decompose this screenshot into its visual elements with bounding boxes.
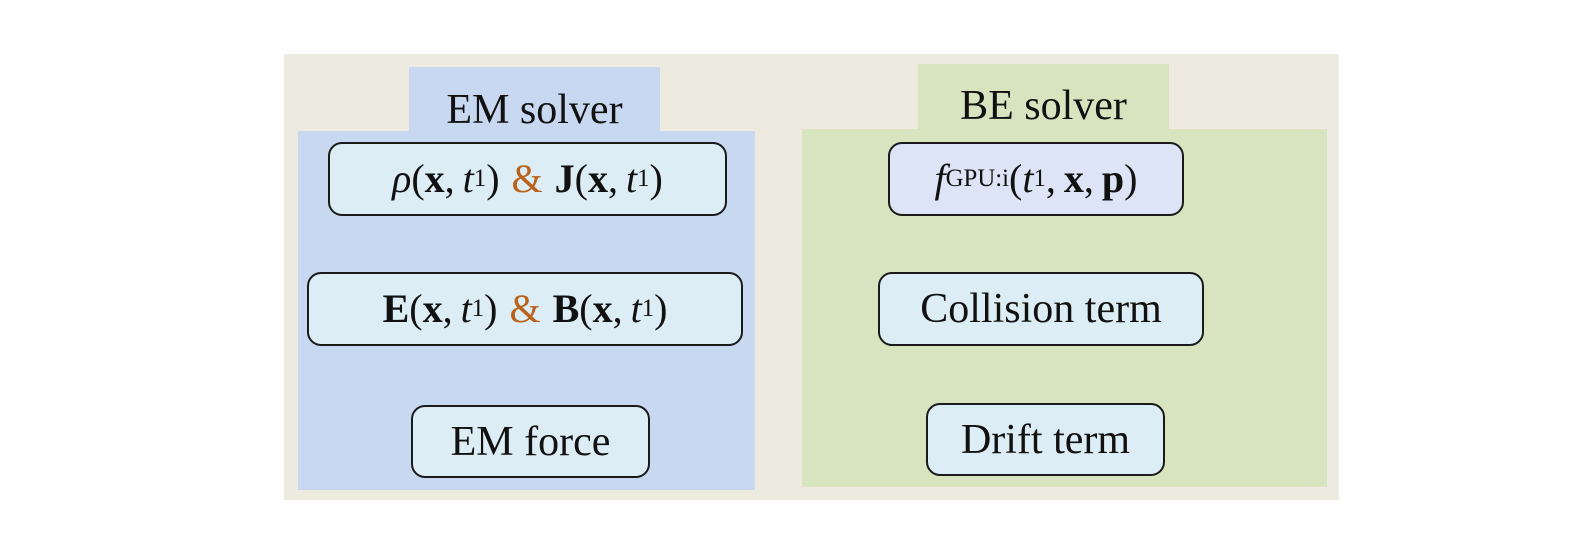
paren-close: ) bbox=[1124, 156, 1138, 201]
be-solver-tab bbox=[918, 64, 1169, 131]
position-vector: x bbox=[1063, 156, 1084, 201]
comma: , bbox=[1083, 156, 1094, 201]
em-force-label: EM force bbox=[450, 418, 611, 465]
em-solver-title: EM solver bbox=[446, 87, 623, 133]
comma: , bbox=[444, 156, 455, 201]
paren-close: ) bbox=[484, 286, 498, 331]
paren-open: ( bbox=[574, 156, 588, 201]
time-symbol: t bbox=[1022, 156, 1034, 201]
em-solver-tab bbox=[409, 67, 660, 133]
em-force-box: EM force bbox=[411, 405, 650, 478]
time-subscript: 1 bbox=[473, 164, 487, 192]
time-subscript: 1 bbox=[1033, 164, 1046, 192]
time-symbol: t bbox=[630, 286, 642, 331]
time-subscript: 1 bbox=[637, 164, 650, 192]
paren-open: ( bbox=[1009, 156, 1023, 201]
position-vector: x bbox=[424, 156, 445, 201]
magnetic-field-symbol: B bbox=[552, 286, 580, 331]
electric-field-symbol: E bbox=[382, 286, 410, 331]
rho-symbol: ρ bbox=[392, 156, 412, 201]
paren-open: ( bbox=[411, 156, 425, 201]
time-subscript: 1 bbox=[471, 294, 485, 322]
paren-close: ) bbox=[486, 156, 500, 201]
drift-term-label: Drift term bbox=[960, 416, 1131, 463]
ampersand: & bbox=[511, 156, 543, 201]
time-symbol: t bbox=[460, 286, 472, 331]
paren-close: ) bbox=[654, 286, 668, 331]
time-symbol: t bbox=[625, 156, 638, 201]
paren-close: ) bbox=[649, 156, 663, 201]
comma: , bbox=[1045, 156, 1056, 201]
position-vector: x bbox=[592, 286, 613, 331]
collision-term-box: Collision term bbox=[878, 272, 1204, 346]
distribution-function-symbol: f bbox=[934, 156, 946, 201]
time-subscript: 1 bbox=[641, 294, 655, 322]
paren-open: ( bbox=[409, 286, 423, 331]
position-vector: x bbox=[422, 286, 443, 331]
ampersand: & bbox=[509, 286, 541, 331]
comma: , bbox=[607, 156, 618, 201]
position-vector: x bbox=[587, 156, 608, 201]
comma: , bbox=[442, 286, 453, 331]
time-symbol: t bbox=[462, 156, 474, 201]
current-density-symbol: J bbox=[554, 156, 575, 201]
paren-open: ( bbox=[579, 286, 593, 331]
collision-term-label: Collision term bbox=[920, 286, 1162, 332]
drift-term-box: Drift term bbox=[926, 403, 1165, 476]
be-solver-title: BE solver bbox=[960, 83, 1127, 129]
gpu-index-subscript: GPU:i bbox=[945, 164, 1010, 192]
momentum-vector: p bbox=[1101, 156, 1125, 201]
comma: , bbox=[612, 286, 623, 331]
